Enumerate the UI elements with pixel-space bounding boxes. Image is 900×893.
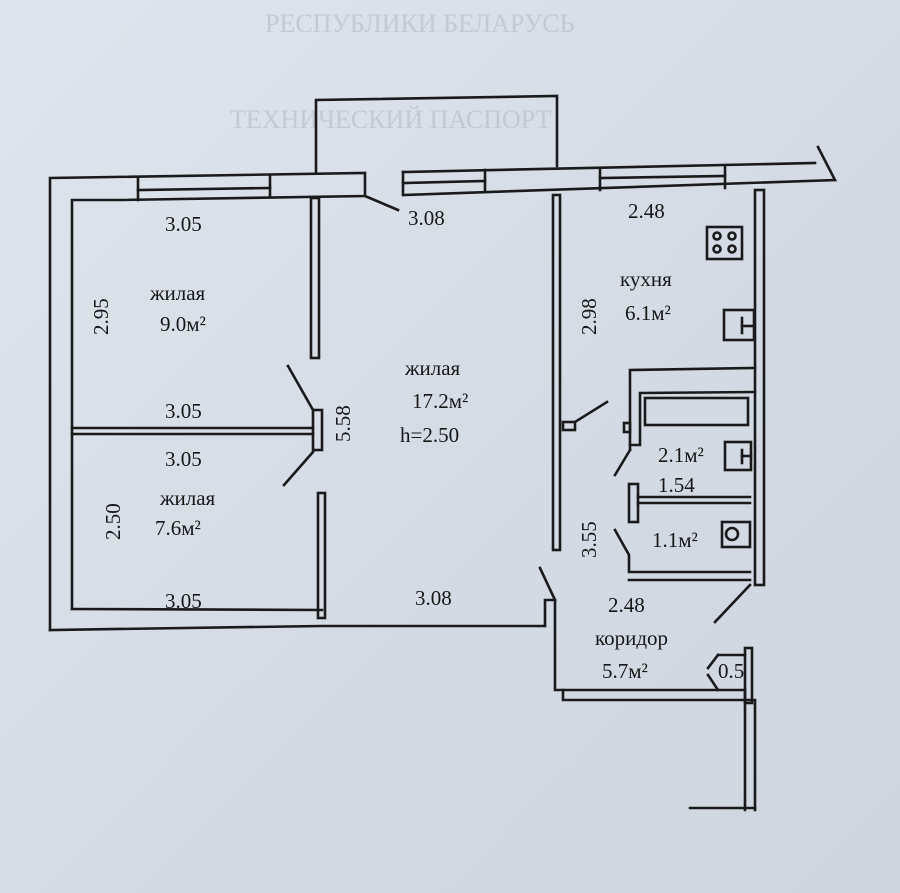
toilet-icon [720, 520, 752, 549]
dim-closet: 0.5 [718, 659, 744, 683]
dim-living1-side: 2.95 [89, 298, 113, 335]
dim-living2-side: 2.50 [101, 503, 125, 540]
room-living2-label: жилая [159, 486, 216, 510]
room-living1-area: 9.0м² [160, 312, 206, 336]
sink-icon [722, 308, 756, 342]
ghost-title-1: РЕСПУБЛИКИ БЕЛАРУСЬ [265, 9, 575, 38]
room-living2-area: 7.6м² [155, 516, 201, 540]
dim-corridor-side: 3.55 [577, 521, 601, 558]
room-corridor-label: коридор [595, 626, 668, 650]
ghost-title-2: ТЕХНИЧЕСКИЙ ПАСПОРТ [230, 105, 552, 134]
dim-main-side: 5.58 [331, 405, 355, 442]
dim-kitchen-top: 2.48 [628, 199, 665, 223]
dim-corridor-width: 2.48 [608, 593, 645, 617]
walls [48, 94, 838, 812]
dim-living2-bottom: 3.05 [165, 589, 202, 613]
dim-living2-top: 3.05 [165, 447, 202, 471]
room-main-height: h=2.50 [400, 423, 459, 447]
room-toilet-area: 1.1м² [652, 528, 698, 552]
room-main-label: жилая [404, 356, 461, 380]
stove-icon [705, 225, 744, 261]
room-corridor-area: 5.7м² [602, 659, 648, 683]
dim-main-top: 3.08 [408, 206, 445, 230]
dim-living1-bottom: 3.05 [165, 399, 202, 423]
dim-bath-width: 1.54 [658, 473, 695, 497]
room-living1-label: жилая [149, 281, 206, 305]
room-kitchen-label: кухня [620, 267, 672, 291]
room-bathroom-area: 2.1м² [658, 443, 704, 467]
room-main-area: 17.2м² [412, 389, 468, 413]
dim-living1-top: 3.05 [165, 212, 202, 236]
dim-kitchen-side: 2.98 [577, 298, 601, 335]
room-kitchen-area: 6.1м² [625, 301, 671, 325]
dim-main-bottom: 3.08 [415, 586, 452, 610]
